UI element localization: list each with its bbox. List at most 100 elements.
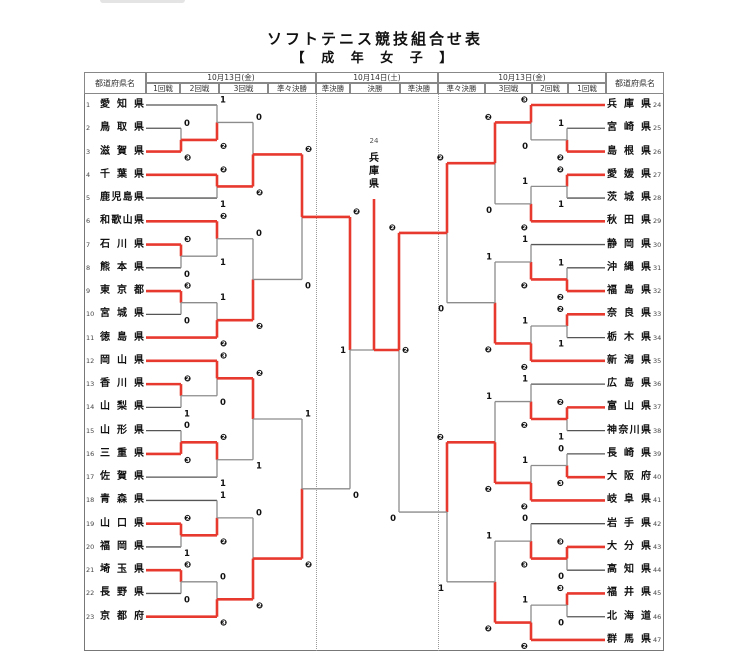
team-number: 13 <box>86 380 95 389</box>
header-round-right-3: 3回戦 <box>485 83 532 94</box>
match-score: 0 <box>184 270 190 280</box>
match-score: 1 <box>220 479 226 489</box>
match-score: 1 <box>256 462 262 472</box>
team-name: 高知県 <box>607 564 651 576</box>
team-name: 佐賀県 <box>100 471 144 483</box>
team-name: 福岡県 <box>100 540 144 552</box>
header-prefecture-right: 都道府県名 <box>606 72 664 94</box>
team-number: 14 <box>86 403 95 412</box>
match-score: 0 <box>184 316 190 326</box>
match-score: 1 <box>486 392 492 402</box>
team-number: 18 <box>86 496 95 505</box>
team-name: 香川県 <box>100 378 144 390</box>
team-number: 1 <box>86 101 91 109</box>
match-score: 1 <box>184 549 190 559</box>
match-score: ❸ <box>557 537 564 547</box>
team-6: 6 和歌山県 <box>86 214 146 228</box>
team-number: 12 <box>86 356 95 365</box>
team-number: 21 <box>86 566 95 575</box>
team-number: 37 <box>653 403 662 412</box>
match-score: ❷ <box>521 363 528 373</box>
match-score: 1 <box>558 119 564 129</box>
match-score: ❸ <box>521 96 528 106</box>
match-score: 1 <box>522 235 528 245</box>
team-name: 山口県 <box>100 517 144 529</box>
header-round-semifinal-right: 準決勝 <box>400 83 438 94</box>
team-name: 鹿児島県 <box>100 192 144 204</box>
match-score: ❷ <box>437 154 444 164</box>
match-score: 1 <box>220 200 226 210</box>
match-score: 0 <box>305 281 311 291</box>
team-name: 愛媛県 <box>607 168 651 180</box>
team-number: 34 <box>653 333 662 342</box>
team-number: 22 <box>86 589 95 598</box>
match-score: 1 <box>340 346 346 356</box>
team-number: 25 <box>653 124 662 133</box>
match-score: ❸ <box>220 619 227 629</box>
match-score: ❷ <box>256 322 263 332</box>
match-score: 1 <box>522 596 528 606</box>
team-name: 神奈川県 <box>607 424 651 436</box>
team-name: 大分県 <box>607 540 651 552</box>
match-score: 0 <box>353 491 359 501</box>
team-10: 10 宮城県 <box>86 307 146 321</box>
divider-right <box>438 94 439 651</box>
match-score: 0 <box>558 619 564 629</box>
match-score: ❷ <box>437 433 444 443</box>
team-name: 石川県 <box>100 238 144 250</box>
team-name: 徳島県 <box>100 331 144 343</box>
team-number: 24 <box>653 101 662 109</box>
header-round-final: 決勝 <box>350 83 400 94</box>
match-score: 1 <box>522 456 528 466</box>
match-score: 1 <box>220 293 226 303</box>
match-score: 0 <box>220 572 226 582</box>
team-number: 10 <box>86 310 95 319</box>
page-subtitle: 【 成 年 女 子 】 <box>291 51 459 66</box>
team-name: 栃木県 <box>607 331 651 343</box>
team-name: 和歌山県 <box>100 215 144 227</box>
team-name: 群馬県 <box>607 633 651 645</box>
match-score: 0 <box>522 514 528 524</box>
match-score: 0 <box>558 572 564 582</box>
header-prefecture-left: 都道府県名 <box>84 72 146 94</box>
team-number: 4 <box>86 170 91 179</box>
match-score: 0 <box>486 206 492 216</box>
match-score: 1 <box>220 491 226 501</box>
match-score: ❷ <box>220 340 227 350</box>
header-date-left: 10月13日(金) <box>146 72 316 83</box>
team-name: 島根県 <box>607 145 651 157</box>
team-name: 茨城県 <box>607 192 651 204</box>
match-score: ❷ <box>557 293 564 303</box>
team-name: 兵庫県 <box>607 99 651 110</box>
team-name: 北海道 <box>607 610 651 622</box>
team-number: 40 <box>653 473 662 482</box>
match-score: 1 <box>438 584 444 594</box>
scroll-indicator <box>100 0 185 3</box>
match-score: 0 <box>220 398 226 408</box>
team-number: 8 <box>86 263 91 272</box>
team-number: 17 <box>86 473 95 482</box>
match-score: ❷ <box>220 433 227 443</box>
team-number: 23 <box>86 612 95 621</box>
team-name: 宮城県 <box>100 308 144 320</box>
team-name: 愛知県 <box>100 99 144 110</box>
team-7: 7 石川県 <box>86 238 146 252</box>
team-number: 7 <box>86 240 91 249</box>
team-number: 6 <box>86 217 91 226</box>
team-name: 熊本県 <box>100 261 144 273</box>
match-score: ❸ <box>557 584 564 594</box>
